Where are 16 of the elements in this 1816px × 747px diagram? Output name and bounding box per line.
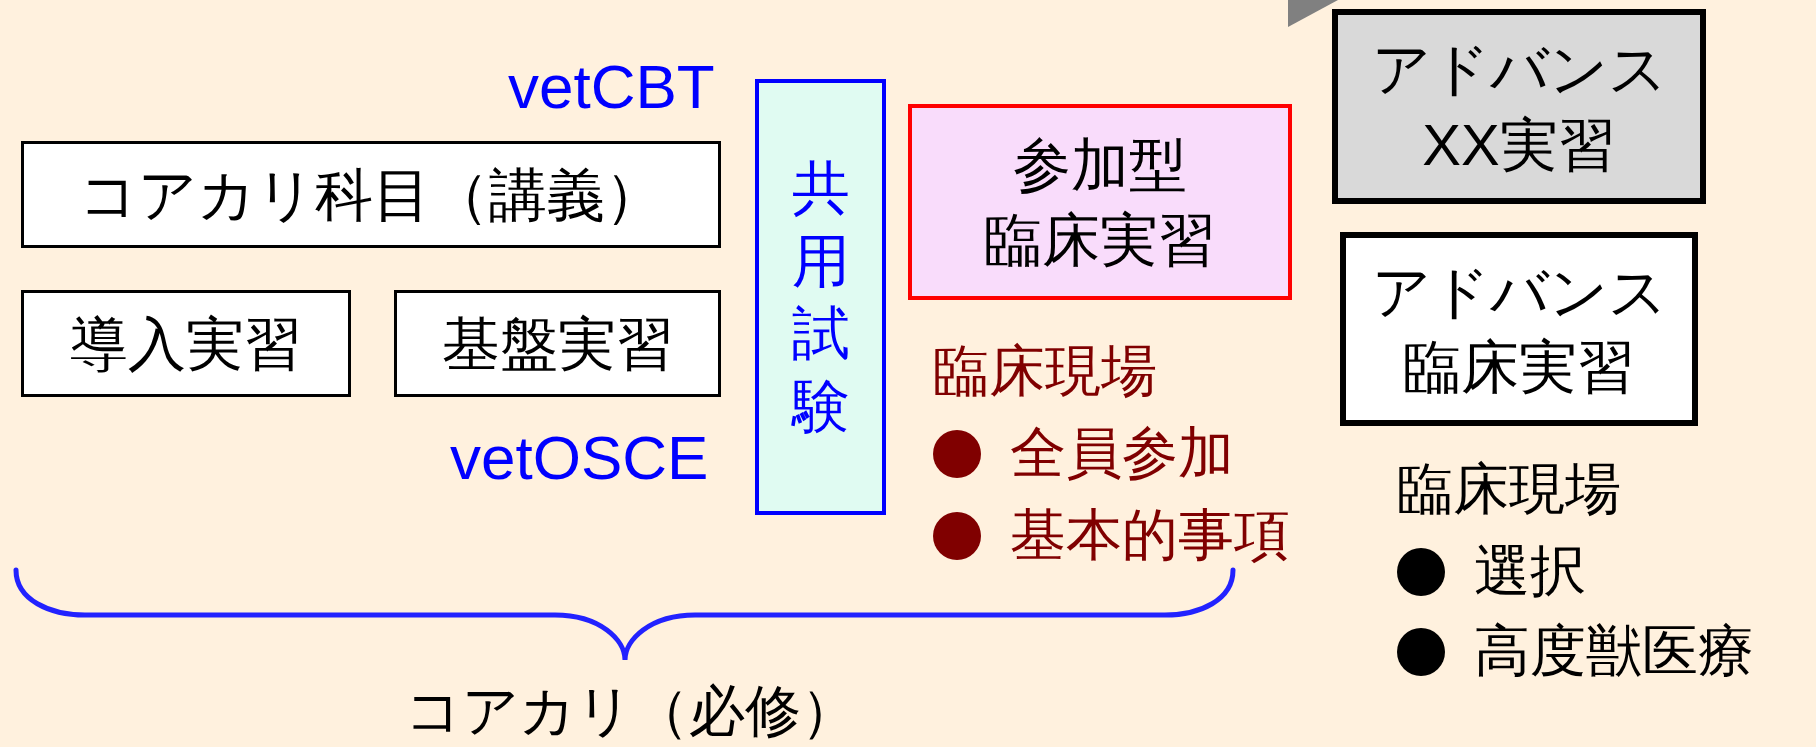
label-text: 全員参加 xyxy=(1010,420,1234,486)
label-text: 基本的事項 xyxy=(1010,502,1290,568)
label-text: vetCBT xyxy=(508,51,715,123)
course-box: 導入実習 xyxy=(21,290,351,397)
course-box: アドバンスXX実習 xyxy=(1332,9,1706,204)
course-box: アドバンス臨床実習 xyxy=(1340,232,1698,426)
label-text: 選択 xyxy=(1474,538,1586,604)
label-text: コアカリ（必修） xyxy=(405,680,857,742)
label-text: 臨床現場 xyxy=(933,338,1157,404)
exam-box: 共用試験 xyxy=(755,79,886,515)
label-text: vetOSCE xyxy=(450,422,709,494)
label-text: 臨床現場 xyxy=(1397,456,1621,522)
course-box: 参加型臨床実習 xyxy=(908,104,1292,300)
label-text: 高度獣医療 xyxy=(1474,618,1754,684)
course-box: コアカリ科目（講義） xyxy=(21,141,721,248)
course-box: 基盤実習 xyxy=(394,290,721,397)
